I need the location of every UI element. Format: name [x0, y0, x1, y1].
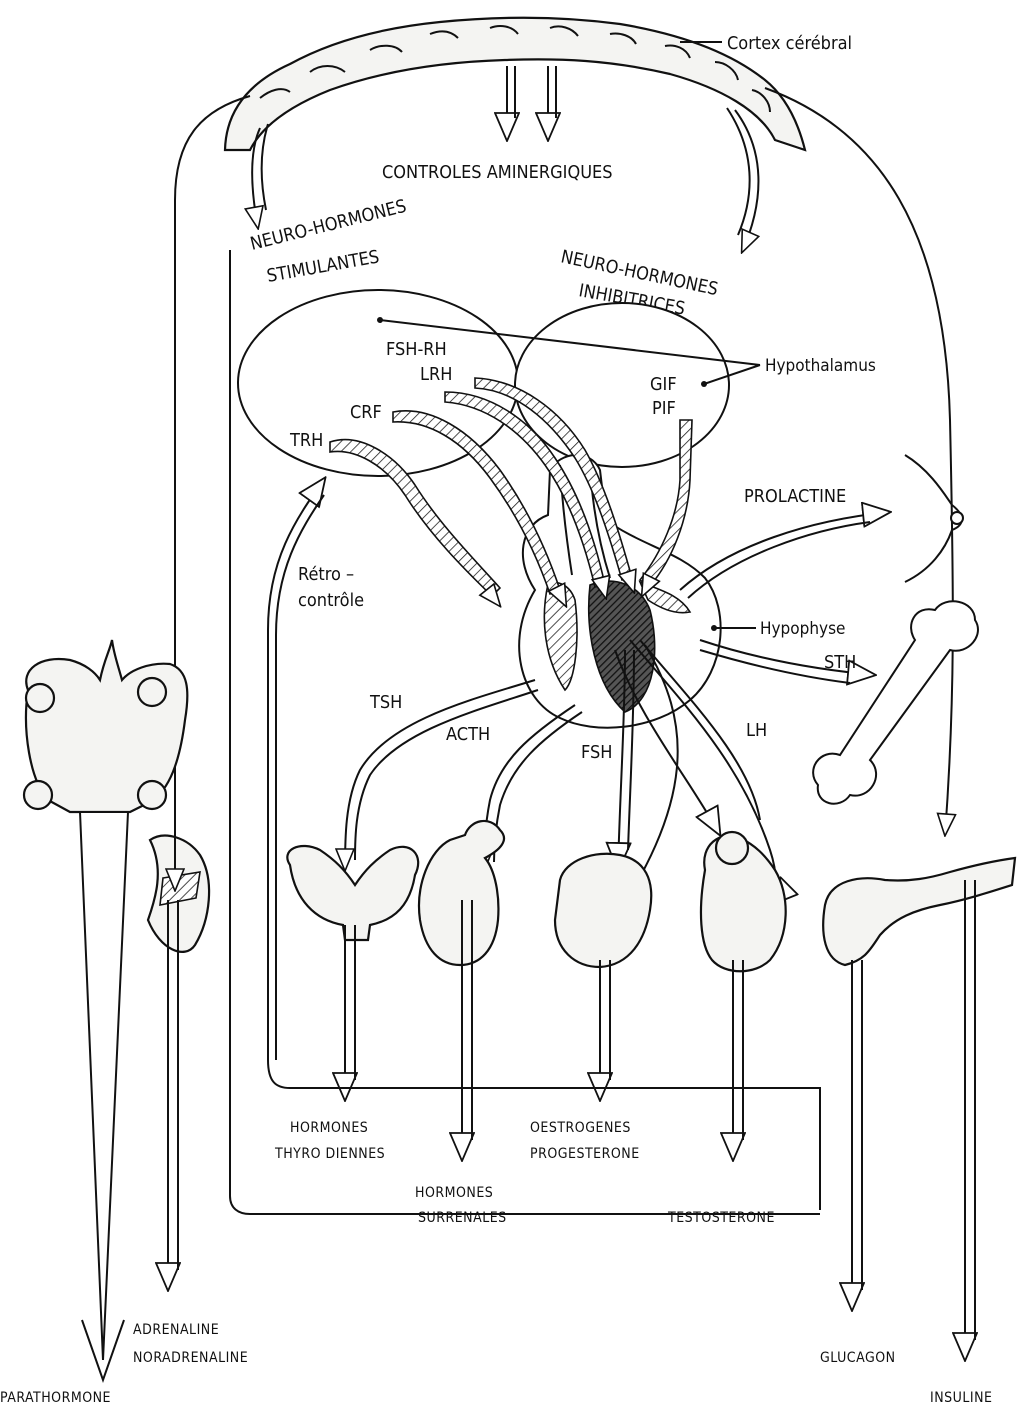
thyroid-gland-target [287, 846, 418, 940]
parathormone-label: PARATHORMONE [0, 1390, 111, 1406]
aminergic-arrows [507, 66, 556, 140]
crf-label: CRF [350, 402, 382, 423]
lh-label: LH [746, 720, 767, 741]
testosterone-label: TESTOSTERONE [667, 1210, 775, 1226]
insulin-label: INSULINE [930, 1390, 992, 1406]
acth-label: ACTH [446, 724, 490, 745]
inhibiting-neurohormones-oval [515, 303, 729, 467]
thyroid-hormones-label-2: THYRO DIENNES [274, 1146, 385, 1162]
feedback-label-2: contrôle [298, 590, 364, 611]
pif-label: PIF [652, 398, 676, 419]
neuro-stim-title-2: STIMULANTES [265, 246, 381, 286]
hypothalamus-label: Hypothalamus [765, 356, 876, 376]
adrenal-hormones-label-2: SURRENALES [418, 1210, 507, 1226]
trh-label: TRH [289, 430, 323, 451]
aminergic-controls-label: CONTROLES AMINERGIQUES [382, 162, 613, 183]
adrenaline-label-2: NORADRENALINE [133, 1350, 248, 1366]
sth-label: STH [824, 652, 856, 673]
hypophysis-label: Hypophyse [760, 619, 845, 639]
ovary-target [555, 854, 651, 967]
fsh-label: FSH [581, 742, 612, 763]
right-outer-line [765, 88, 953, 835]
feedback-label-1: Rétro – [298, 564, 354, 585]
neuro-stim-title-1: NEURO-HORMONES [248, 196, 408, 255]
adrenaline-label-1: ADRENALINE [133, 1322, 219, 1338]
oestrogen-label-1: OESTROGENES [530, 1120, 631, 1136]
tsh-label: TSH [369, 692, 402, 713]
thyroid-hormones-label-1: HORMONES [290, 1120, 368, 1136]
prolactin-label: PROLACTINE [744, 486, 846, 507]
adrenal-hormones-label-1: HORMONES [415, 1185, 493, 1201]
left-outer-line [175, 96, 250, 830]
cortex-label: Cortex cérébral [727, 33, 852, 54]
fsh-rh-label: FSH-RH [386, 339, 447, 360]
lrh-label: LRH [420, 364, 452, 385]
glucagon-label: GLUCAGON [820, 1350, 896, 1366]
pancreas [823, 858, 1015, 965]
gif-label: GIF [650, 374, 677, 395]
oestrogen-label-2: PROGESTERONE [530, 1146, 640, 1162]
